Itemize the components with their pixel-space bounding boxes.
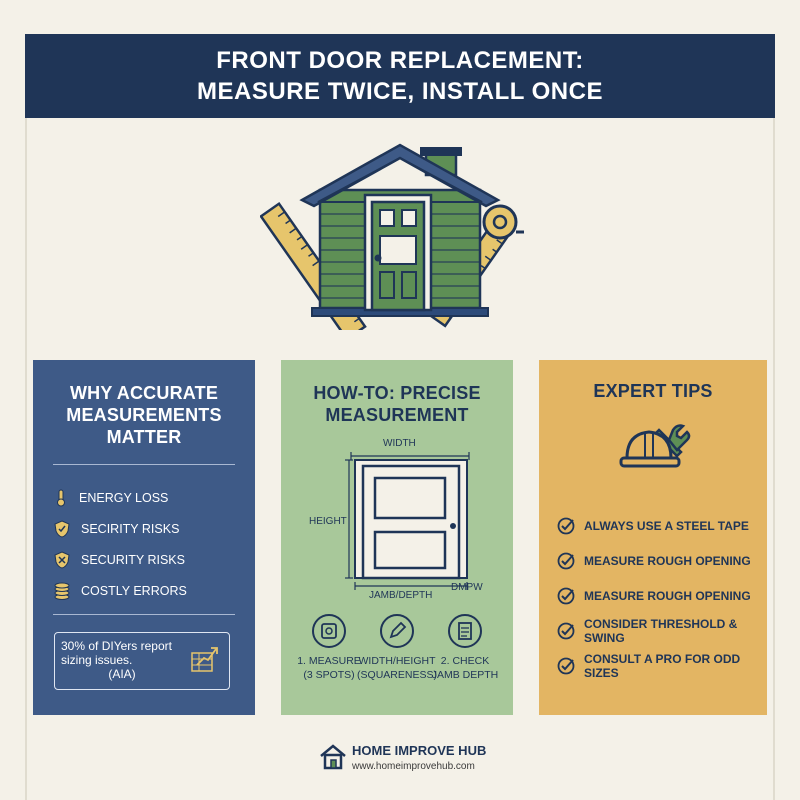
hardhat-wrench-icon xyxy=(619,424,691,468)
list-item: CONSULT A PRO FOR ODD SIZES xyxy=(557,648,761,683)
check-circle-icon xyxy=(557,657,575,674)
tape-measure-icon xyxy=(312,614,346,648)
check-circle-icon xyxy=(557,517,575,534)
how-to-panel: HOW-TO: PRECISE MEASUREMENT WIDTH HEIGHT… xyxy=(281,360,513,715)
expert-tips-panel: EXPERT TIPS ALWAYS USE A STEEL TAPE MEAS… xyxy=(539,360,767,715)
coins-icon xyxy=(54,582,70,600)
title-banner: FRONT DOOR REPLACEMENT: MEASURE TWICE, I… xyxy=(25,34,775,118)
door-diagram-icon xyxy=(345,452,470,590)
divider xyxy=(53,614,235,615)
door-icon xyxy=(363,193,433,312)
statistic-callout: 30% of DIYers report sizing issues. (AIA… xyxy=(54,632,230,690)
shield-icon xyxy=(54,519,70,538)
how-panel-title: HOW-TO: PRECISE MEASUREMENT xyxy=(313,383,481,425)
pencil-icon xyxy=(380,614,414,648)
tips-list: ALWAYS USE A STEEL TAPE MEASURE ROUGH OP… xyxy=(557,508,761,683)
height-label: HEIGHT xyxy=(309,516,347,527)
list-item: MEASURE ROUGH OPENING xyxy=(557,578,761,613)
list-item: ALWAYS USE A STEEL TAPE xyxy=(557,508,761,543)
brand-url[interactable]: www.homeimprovehub.com xyxy=(352,761,475,772)
list-item: CONSIDER THRESHOLD & SWING xyxy=(557,613,761,648)
page-frame xyxy=(25,34,775,800)
chart-growth-icon xyxy=(191,647,218,672)
title-line-2: MEASURE TWICE, INSTALL ONCE xyxy=(197,78,603,105)
why-measurements-panel: WHY ACCURATE MEASUREMENTS MATTER ENERGY … xyxy=(33,360,255,715)
list-item: COSTLY ERRORS xyxy=(53,575,245,606)
hero-illustration xyxy=(260,143,524,330)
check-circle-icon xyxy=(557,552,575,569)
why-panel-title: WHY ACCURATE MEASUREMENTS MATTER xyxy=(66,383,222,447)
step-text: WIDTH/HEIGHT (SQUARENESS) xyxy=(357,655,437,681)
shield-x-icon xyxy=(54,550,70,569)
jamb-depth-label: JAMB/DEPTH xyxy=(369,590,433,601)
list-item: SECURITY RISKS xyxy=(53,544,245,575)
risk-list: ENERGY LOSS SECIRITY RISKS SECURITY RISK… xyxy=(53,482,245,606)
tips-panel-title: EXPERT TIPS xyxy=(593,381,713,401)
door-measurement-diagram: WIDTH HEIGHT JAMB/DEPTH DMPW xyxy=(309,438,491,601)
check-circle-icon xyxy=(557,622,575,639)
list-item: SECIRITY RISKS xyxy=(53,513,245,544)
home-logo-icon xyxy=(320,744,346,770)
check-circle-icon xyxy=(557,587,575,604)
checklist-icon xyxy=(448,614,482,648)
step-text: 1. MEASURE (3 SPOTS) xyxy=(297,655,361,681)
width-label: WIDTH xyxy=(383,438,416,449)
list-item: ENERGY LOSS xyxy=(53,482,245,513)
divider xyxy=(53,464,235,465)
title-line-1: FRONT DOOR REPLACEMENT: xyxy=(216,47,584,74)
step-text: 2. CHECK JAMB DEPTH xyxy=(431,655,499,681)
brand-name: HOME IMPROVE HUB xyxy=(352,743,487,758)
thermometer-icon xyxy=(57,489,65,506)
list-item: MEASURE ROUGH OPENING xyxy=(557,543,761,578)
side-label: DMPW xyxy=(451,582,483,593)
brand-footer: HOME IMPROVE HUB www.homeimprovehub.com xyxy=(318,740,498,780)
